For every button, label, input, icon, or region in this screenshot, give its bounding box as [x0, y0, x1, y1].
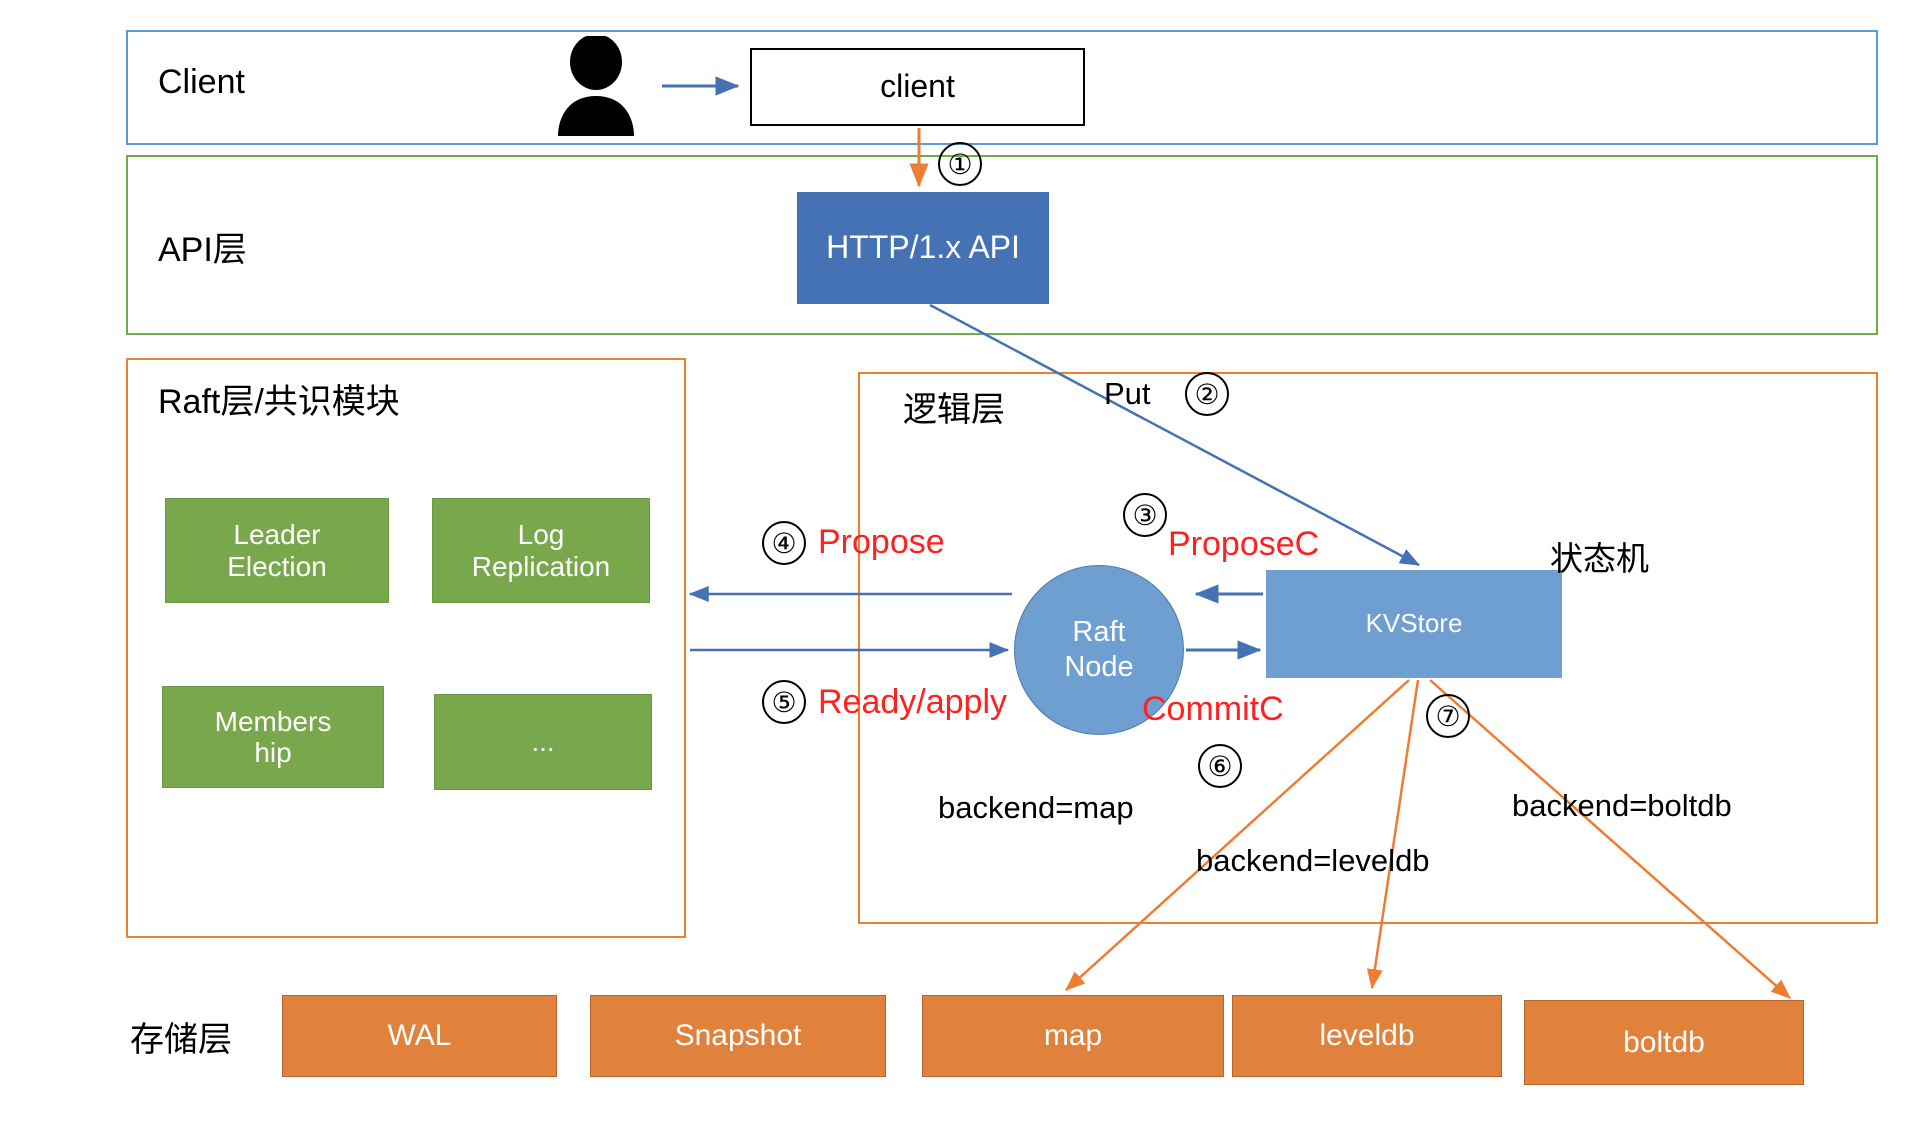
raft-module-label-line1: Log: [517, 519, 565, 551]
raft-module-label-line1: ...: [531, 726, 555, 758]
storage-box-boltdb[interactable]: boltdb: [1524, 1000, 1804, 1085]
kvstore-box[interactable]: KVStore: [1266, 570, 1562, 678]
annotation-backend-boltdb: backend=boltdb: [1512, 788, 1732, 823]
annotation-put: Put: [1104, 376, 1151, 411]
layer-label-logic: 逻辑层: [903, 391, 1005, 429]
storage-box-leveldb[interactable]: leveldb: [1232, 995, 1502, 1077]
annotation-ready-apply: Ready/apply: [818, 683, 1008, 721]
step-badge-3: ③: [1123, 493, 1167, 537]
annotation-commit-c: CommitC: [1142, 690, 1284, 728]
step-badge-6: ⑥: [1198, 744, 1242, 788]
annotation-backend-leveldb: backend=leveldb: [1196, 843, 1430, 878]
step-badge-5: ⑤: [762, 680, 806, 724]
raft-module-label-line2: Replication: [471, 550, 611, 582]
http-api-box[interactable]: HTTP/1.x API: [797, 192, 1049, 304]
layer-label-api: API层: [158, 231, 247, 269]
layer-label-storage: 存储层: [130, 1021, 232, 1059]
step-badge-7: ⑦: [1426, 694, 1470, 738]
user-person-icon: [548, 34, 644, 136]
raft-module-label-line1: Leader: [233, 519, 321, 551]
layer-label-client: Client: [158, 63, 245, 101]
annotation-propose-c: ProposeC: [1168, 525, 1320, 563]
annotation-propose: Propose: [818, 523, 945, 561]
storage-box-map[interactable]: map: [922, 995, 1224, 1077]
storage-box-wal[interactable]: WAL: [282, 995, 557, 1077]
raft-node-label-line1: Raft: [1072, 616, 1126, 649]
state-machine-label: 状态机: [1550, 540, 1649, 577]
raft-module-others[interactable]: ...: [434, 694, 652, 790]
step-badge-4: ④: [762, 521, 806, 565]
raft-module-log-replication[interactable]: Log Replication: [432, 498, 650, 603]
raft-node-circle[interactable]: Raft Node: [1014, 565, 1184, 735]
raft-module-leader-election[interactable]: Leader Election: [165, 498, 389, 603]
storage-box-snapshot[interactable]: Snapshot: [590, 995, 886, 1077]
raft-module-label-line1: Members: [214, 705, 332, 737]
raft-node-label-line2: Node: [1064, 651, 1134, 683]
client-box[interactable]: client: [750, 48, 1085, 126]
annotation-backend-map: backend=map: [938, 790, 1134, 825]
step-badge-1: ①: [938, 142, 982, 186]
step-badge-2: ②: [1185, 372, 1229, 416]
raft-module-label-line2: hip: [254, 737, 292, 768]
layer-client-container: [126, 30, 1878, 145]
layer-raft-container: [126, 358, 686, 938]
raft-module-label-line2: Election: [227, 550, 327, 582]
layer-label-raft: Raft层/共识模块: [158, 383, 400, 421]
raft-module-membership[interactable]: Members hip: [162, 686, 384, 788]
